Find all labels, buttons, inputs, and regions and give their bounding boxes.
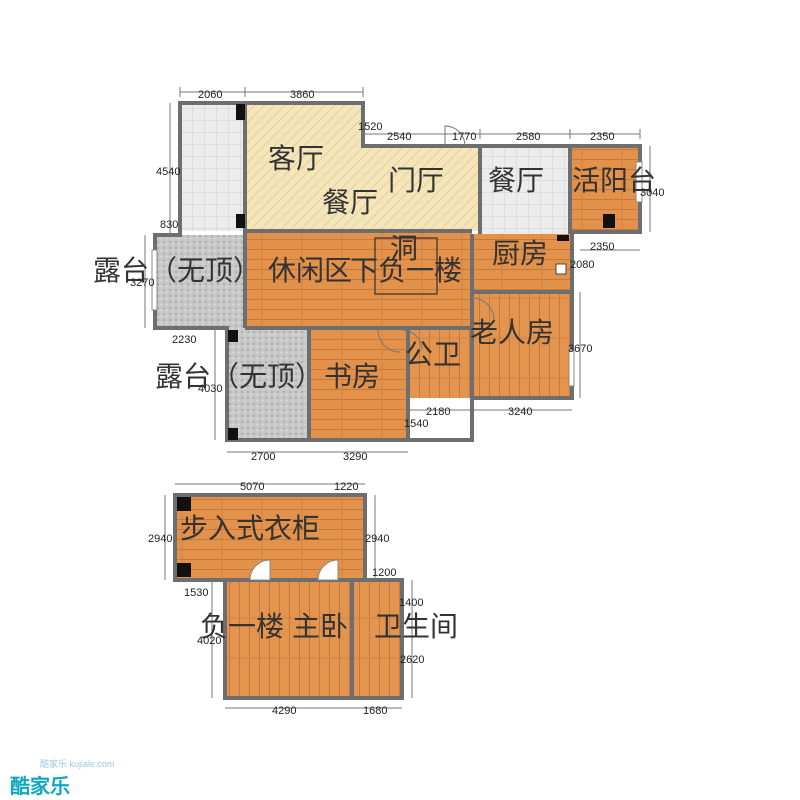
room-stair-1: 下负一楼 [350, 254, 462, 287]
dim-2580: 2580 [516, 131, 540, 143]
door-arcs [377, 125, 495, 353]
dim-1680: 1680 [363, 705, 387, 717]
terrace-1-floor [155, 235, 245, 328]
balcony-left-floor [180, 103, 245, 231]
dim-2350-bottom: 2350 [590, 241, 614, 253]
dining-floor [480, 146, 570, 234]
room-dining-left: 餐厅 [322, 186, 378, 219]
dim-3040: 3040 [640, 187, 664, 199]
room-bath-2: 卫生间 [374, 610, 458, 643]
elder-room-floor [472, 292, 572, 398]
dim-2540: 2540 [387, 131, 411, 143]
dim-2180: 2180 [426, 406, 450, 418]
brand-logo: 酷家乐 [10, 774, 70, 798]
lower-columns [177, 497, 191, 577]
dim-3860: 3860 [290, 89, 314, 101]
dim-1520: 1520 [358, 121, 382, 133]
dim-1400: 1400 [399, 597, 423, 609]
dim-1770: 1770 [452, 131, 476, 143]
room-closet: 步入式衣柜 [180, 512, 320, 545]
entry-floor [363, 146, 480, 231]
dim-5070: 5070 [240, 481, 264, 493]
dim-3240: 3240 [508, 406, 532, 418]
room-study: 书房 [324, 360, 380, 393]
dim-1220: 1220 [334, 481, 358, 493]
room-terrace-1: 露台（无顶） [93, 254, 261, 287]
dim-2230: 2230 [172, 334, 196, 346]
room-living: 客厅 [268, 142, 324, 175]
terrace-2-floor [227, 328, 309, 440]
living-room-floor [245, 103, 363, 231]
room-kitchen: 厨房 [492, 237, 548, 270]
dimension-lines [144, 87, 651, 709]
room-terrace-2: 露台（无顶） [155, 360, 323, 393]
master-floor [225, 580, 352, 698]
kitchen-appliance-icon [555, 263, 567, 275]
dim-4290: 4290 [272, 705, 296, 717]
room-stair-2: 负一楼 [200, 610, 284, 643]
dim-1530: 1530 [184, 587, 208, 599]
room-elder: 老人房 [470, 316, 554, 349]
room-hole: 洞 [390, 232, 418, 265]
stair-hole [374, 237, 438, 295]
dim-2080: 2080 [570, 259, 594, 271]
kitchen-floor [472, 234, 570, 292]
dim-830: 830 [160, 219, 178, 231]
room-entry: 门厅 [388, 164, 444, 197]
brand-subtext: 酷家乐 kujiale.com [40, 759, 115, 769]
room-master: 主卧 [292, 610, 348, 643]
dim-2940-right: 2940 [365, 533, 389, 545]
dim-1200: 1200 [372, 567, 396, 579]
dim-4030: 4030 [198, 383, 222, 395]
dim-2060: 2060 [198, 89, 222, 101]
window-markers [151, 161, 643, 387]
dim-1540: 1540 [404, 418, 428, 430]
bath-2-floor [352, 580, 402, 698]
leisure-floor [245, 231, 472, 328]
dim-2350-top: 2350 [590, 131, 614, 143]
dim-2620: 2620 [400, 654, 424, 666]
room-leisure: 休闲区 [268, 254, 352, 287]
dim-3670: 3670 [568, 343, 592, 355]
dim-4020: 4020 [197, 635, 221, 647]
dim-2940-left: 2940 [148, 533, 172, 545]
room-dining-right: 餐厅 [488, 164, 544, 197]
lower-door-arcs [249, 559, 339, 581]
room-bath-1: 公卫 [405, 338, 461, 371]
dim-2700: 2700 [251, 451, 275, 463]
room-balcony: 活阳台 [572, 164, 656, 197]
dim-3290: 3290 [343, 451, 367, 463]
columns [228, 104, 615, 440]
dim-4540: 4540 [156, 166, 180, 178]
lower-walls [173, 493, 404, 700]
dim-3270: 3270 [130, 277, 154, 289]
study-floor [309, 328, 408, 440]
